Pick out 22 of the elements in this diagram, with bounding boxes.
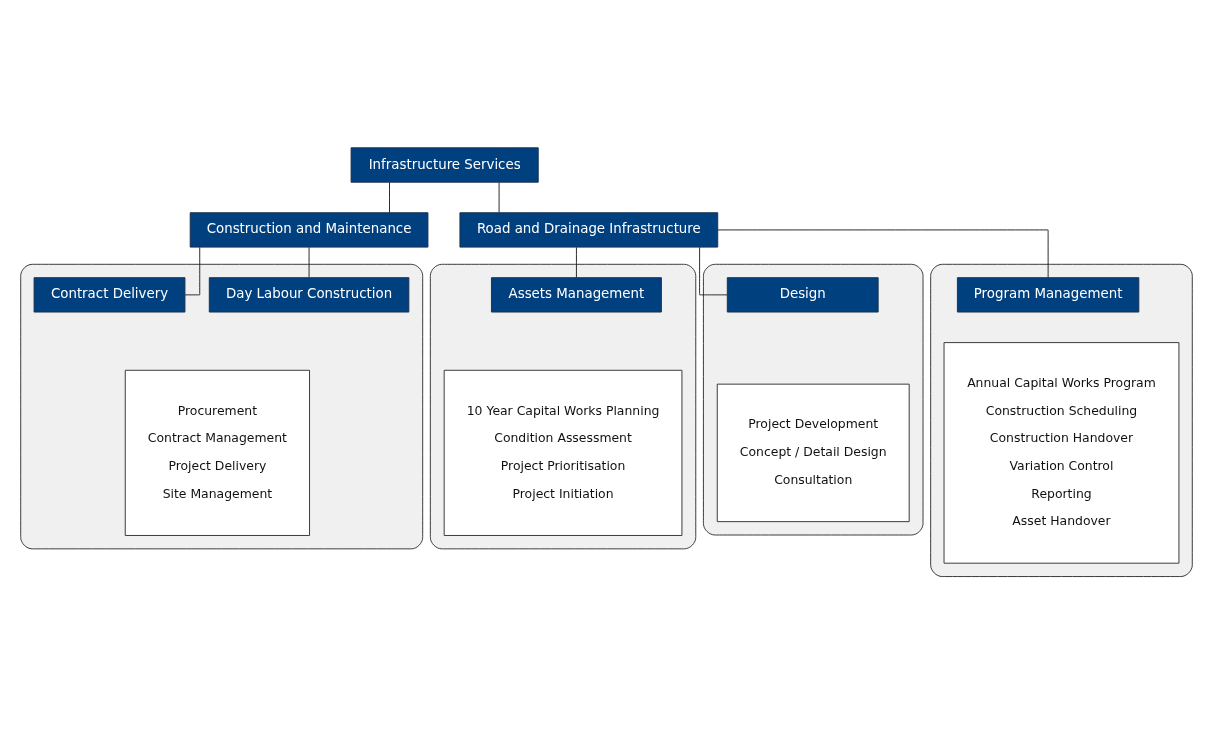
- node-box: Day Labour Construction: [208, 276, 410, 313]
- node-box: Procurement Contract Management Project Delivery Site Management: [124, 369, 311, 536]
- node-box: Road and Drainage Infrastructure: [459, 211, 719, 248]
- node-box: Annual Capital Works Program Construction Scheduling Construction Handover Variation Control Reporting Asset Handover: [943, 341, 1180, 564]
- connector: [498, 181, 500, 213]
- node-box: Assets Management: [490, 276, 662, 313]
- node-box: Contract Delivery: [33, 276, 186, 313]
- cluster: [702, 263, 924, 535]
- connector: [717, 228, 1049, 278]
- connector: [575, 246, 577, 278]
- connector: [308, 246, 310, 278]
- node-box: Infrastructure Services: [350, 146, 539, 183]
- cluster: [20, 263, 424, 549]
- node-box: Construction and Maintenance: [189, 211, 429, 248]
- node-box: Project Development Concept / Detail Design Consultation: [716, 383, 910, 522]
- node-box: Design: [726, 276, 879, 313]
- connector: [699, 246, 728, 295]
- node-box: 10 Year Capital Works Planning Condition Assessment Project Prioritisation Project Initiation: [443, 369, 683, 536]
- cluster: [930, 263, 1193, 577]
- node-box: Program Management: [956, 276, 1140, 313]
- cluster: [429, 263, 697, 549]
- connector: [389, 181, 390, 213]
